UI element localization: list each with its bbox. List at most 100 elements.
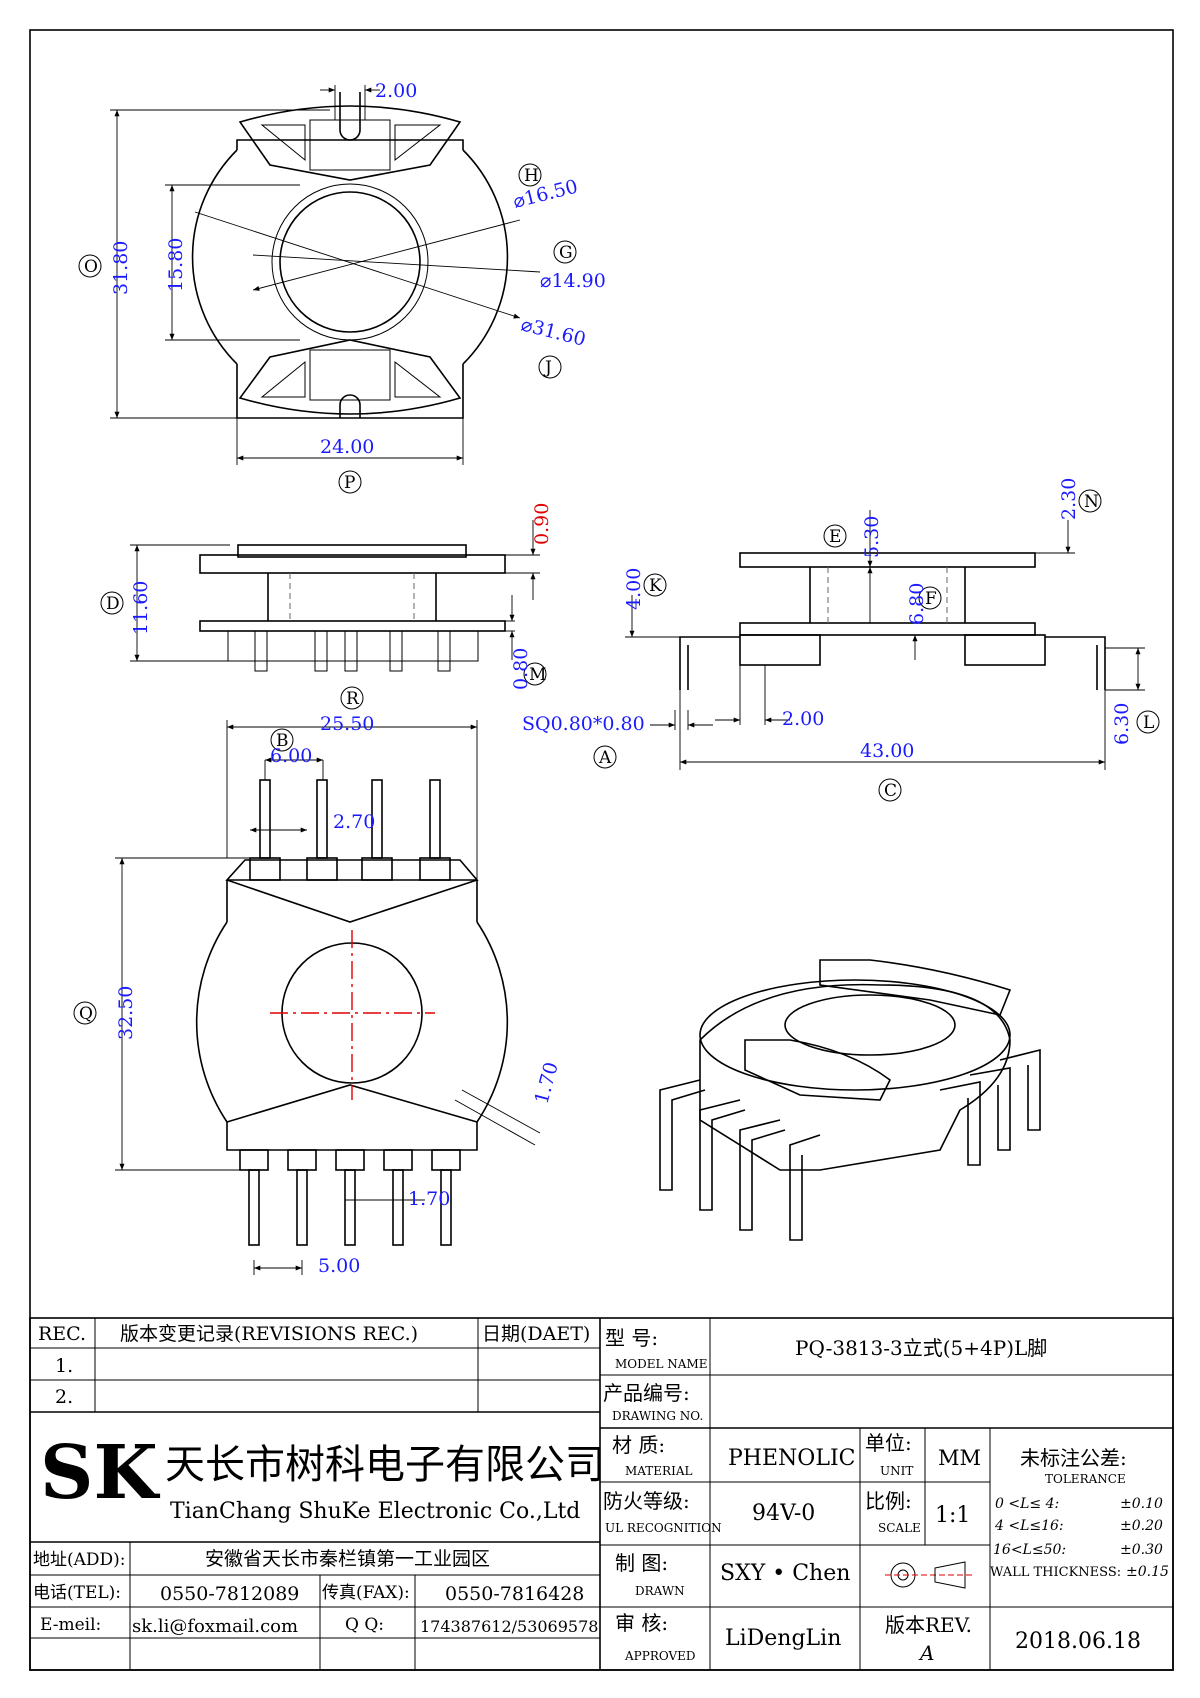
tol-row-4-value: ±0.15 bbox=[1126, 1564, 1169, 1580]
projection-symbol bbox=[885, 1561, 975, 1589]
label-m: M bbox=[529, 665, 546, 685]
dim-bottom-500: 5.00 bbox=[318, 1255, 360, 1277]
dim-bottom-3250: 32.50 bbox=[115, 986, 137, 1040]
drawn-label: 制 图: bbox=[615, 1551, 668, 1575]
label-e: E bbox=[829, 527, 841, 547]
fax-value: 0550-7816428 bbox=[445, 1583, 584, 1605]
unit-value: MM bbox=[938, 1446, 981, 1470]
rev-record-header: 版本变更记录(REVISIONS REC.) bbox=[120, 1323, 418, 1345]
rev-date-header: 日期(DAET) bbox=[482, 1323, 590, 1345]
dim-bottom-600: 6.00 bbox=[270, 745, 312, 767]
unit-label: 单位: bbox=[865, 1431, 912, 1455]
tolerance-sublabel: TOLERANCE bbox=[1045, 1472, 1126, 1486]
scale-sublabel: SCALE bbox=[878, 1521, 921, 1535]
date-value: 2018.06.18 bbox=[1015, 1629, 1141, 1654]
dim-bottom-2550: 25.50 bbox=[320, 713, 374, 735]
material-value: PHENOLIC bbox=[728, 1446, 855, 1471]
dim-base-080: 0.80 bbox=[510, 648, 532, 690]
unit-sublabel: UNIT bbox=[880, 1464, 913, 1478]
qq-value: 174387612/53069578 bbox=[420, 1617, 598, 1636]
dim-bottom-170a: 1.70 bbox=[531, 1060, 563, 1107]
label-p: P bbox=[344, 473, 355, 493]
label-g: G bbox=[559, 243, 573, 263]
dim-slot-width: 2.00 bbox=[375, 80, 417, 102]
bottom-view bbox=[73, 720, 541, 1275]
material-sublabel: MATERIAL bbox=[625, 1464, 693, 1478]
label-q: Q bbox=[79, 1004, 93, 1024]
front-view bbox=[593, 489, 1160, 802]
dim-flange-090: 0.90 bbox=[531, 503, 553, 545]
label-f: F bbox=[925, 589, 937, 609]
dim-diameter-g: ⌀14.90 bbox=[540, 270, 606, 292]
isometric-view bbox=[659, 959, 1041, 1241]
tol-row-2-range: 4 <L≤16: bbox=[994, 1518, 1064, 1534]
drawn-value: SXY • Chen bbox=[720, 1561, 850, 1586]
qq-label: Q Q: bbox=[345, 1615, 384, 1635]
dim-front-630: 6.30 bbox=[1111, 703, 1133, 745]
model-label: 型 号: bbox=[605, 1326, 658, 1350]
label-k: K bbox=[649, 576, 662, 596]
company-name-cn: 天长市树科电子有限公司 bbox=[165, 1442, 605, 1488]
dim-height-d: 11.60 bbox=[130, 581, 152, 635]
model-sublabel: MODEL NAME bbox=[615, 1357, 708, 1371]
drawn-sublabel: DRAWN bbox=[635, 1584, 685, 1598]
label-o: O bbox=[84, 257, 98, 277]
dim-diameter-j: ⌀31.60 bbox=[519, 314, 588, 351]
dim-front-f: 6.80 bbox=[906, 583, 928, 625]
address-value: 安徽省天长市秦栏镇第一工业园区 bbox=[205, 1548, 490, 1570]
side-view bbox=[100, 520, 547, 710]
label-n: N bbox=[1084, 492, 1099, 512]
dim-front-43: 43.00 bbox=[860, 740, 914, 762]
ul-sublabel: UL RECOGNITION bbox=[605, 1521, 722, 1535]
address-label: 地址(ADD): bbox=[33, 1550, 126, 1570]
label-c: C bbox=[884, 781, 897, 801]
title-block bbox=[29, 1317, 1174, 1671]
dim-front-200: 2.00 bbox=[782, 708, 824, 730]
rev-header: REC. bbox=[38, 1323, 86, 1345]
approved-value: LiDengLin bbox=[725, 1626, 841, 1651]
dim-bottom-270: 2.70 bbox=[333, 811, 375, 833]
tol-row-1-range: 0 <L≤ 4: bbox=[995, 1496, 1059, 1512]
company-logo: SK bbox=[40, 1430, 160, 1516]
top-view bbox=[78, 85, 577, 494]
label-l: L bbox=[1143, 713, 1154, 733]
drawing-no-sublabel: DRAWING NO. bbox=[612, 1409, 703, 1423]
label-a: A bbox=[598, 748, 612, 768]
dim-front-sq: SQ0.80*0.80 bbox=[522, 713, 645, 735]
tol-row-3-value: ±0.30 bbox=[1120, 1542, 1163, 1558]
drawing-no-label: 产品编号: bbox=[603, 1381, 690, 1405]
tol-row-1-value: ±0.10 bbox=[1120, 1496, 1163, 1512]
email-label: E-meil: bbox=[40, 1615, 101, 1635]
tol-row-3-range: 16<L≤50: bbox=[993, 1542, 1066, 1558]
material-label: 材 质: bbox=[612, 1433, 665, 1457]
tol-row-2-value: ±0.20 bbox=[1120, 1518, 1163, 1534]
approved-sublabel: APPROVED bbox=[624, 1649, 696, 1663]
dim-height-15: 15.80 bbox=[165, 238, 187, 292]
company-name-en: TianChang ShuKe Electronic Co.,Ltd bbox=[170, 1499, 580, 1524]
ul-value: 94V-0 bbox=[752, 1501, 815, 1526]
dim-bottom-170b: 1.70 bbox=[408, 1188, 450, 1210]
rev-row-2: 2. bbox=[55, 1386, 73, 1408]
dim-front-k: 4.00 bbox=[623, 568, 645, 610]
tel-value: 0550-7812089 bbox=[160, 1583, 299, 1605]
tel-label: 电话(TEL): bbox=[33, 1583, 121, 1603]
email-value: sk.li@foxmail.com bbox=[132, 1616, 298, 1637]
label-b: B bbox=[276, 731, 289, 751]
dim-front-n: 2.30 bbox=[1058, 478, 1080, 520]
scale-value: 1:1 bbox=[935, 1503, 970, 1528]
dim-front-e: 5.30 bbox=[861, 516, 883, 558]
tolerance-header: 未标注公差: bbox=[1020, 1446, 1127, 1470]
rev-label: 版本REV. bbox=[885, 1613, 972, 1637]
label-h: H bbox=[524, 166, 539, 186]
dim-height-o: 31.80 bbox=[110, 241, 132, 295]
rev-row-1: 1. bbox=[55, 1355, 73, 1377]
tol-row-4-range: WALL THICKNESS: bbox=[990, 1565, 1121, 1580]
fax-label: 传真(FAX): bbox=[322, 1583, 410, 1603]
label-r: R bbox=[346, 689, 360, 709]
dim-width-p: 24.00 bbox=[320, 436, 374, 458]
ul-label: 防火等级: bbox=[603, 1489, 690, 1513]
rev-value: A bbox=[918, 1641, 934, 1665]
scale-label: 比例: bbox=[865, 1489, 912, 1513]
label-j: J bbox=[543, 358, 552, 378]
